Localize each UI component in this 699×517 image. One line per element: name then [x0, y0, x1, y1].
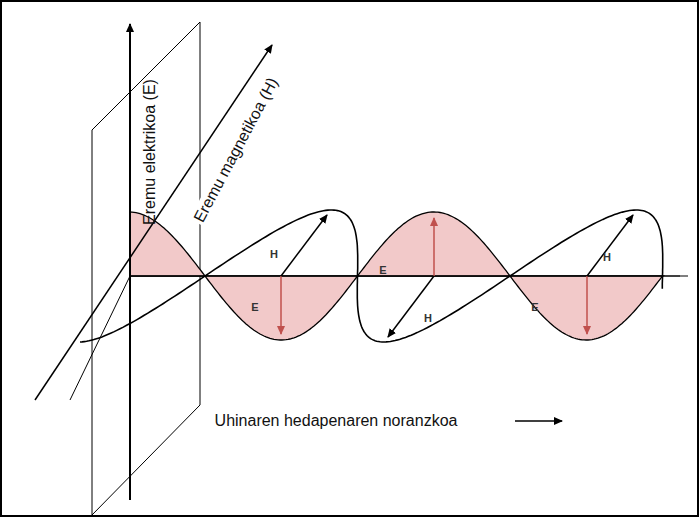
electric-vector [586, 276, 588, 334]
magnetic-vector [281, 215, 327, 276]
reference-planes [70, 22, 680, 515]
magnetic-vector [587, 215, 633, 276]
field-letter: E [379, 264, 386, 276]
field-letter: E [251, 301, 258, 313]
electric-vector [280, 276, 282, 334]
magnetic-axis [35, 45, 272, 400]
electric-axis [129, 24, 131, 500]
propagation-axis [130, 276, 688, 277]
axis-label: Eremu magnetikoa (H) [190, 73, 283, 227]
direction-label: Uhinaren hedapenaren noranzkoa [215, 412, 458, 430]
electric-vector [433, 218, 435, 276]
magnetic-vector [388, 276, 434, 337]
field-letter: H [270, 248, 278, 260]
field-vectors [281, 215, 633, 337]
field-letter: H [424, 312, 432, 324]
field-letter: H [603, 251, 611, 263]
direction-arrow [515, 420, 562, 422]
field-letter: E [531, 301, 538, 313]
axis-label: Eremu elektrikoa (E) [141, 79, 159, 225]
